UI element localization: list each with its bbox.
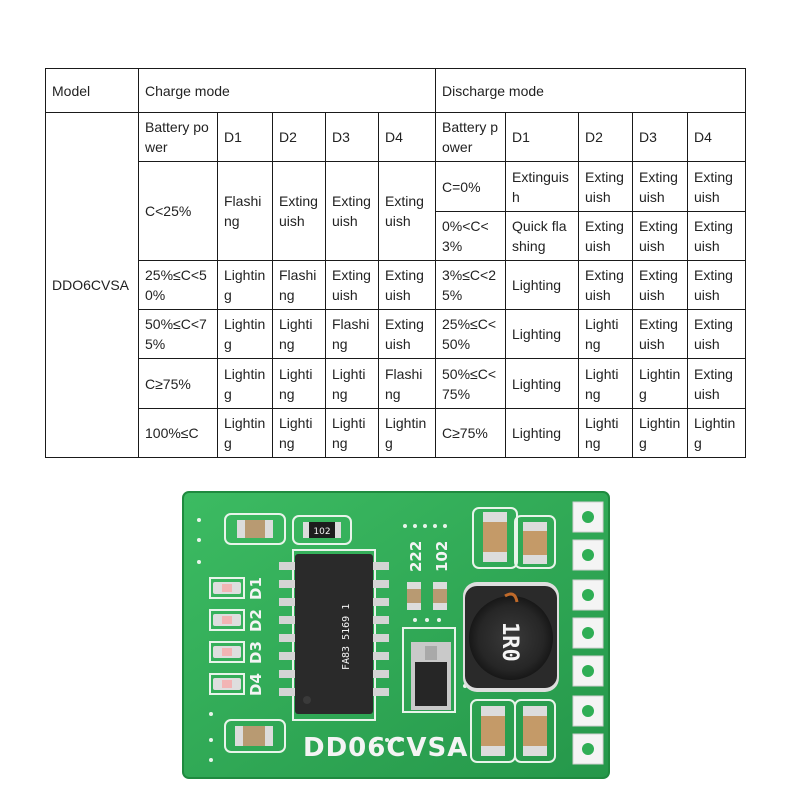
- pcb-board-photo: 102 D1 D2 D3 D4: [175, 490, 615, 780]
- charge-d3-cell: Lighting: [325, 358, 379, 409]
- discharge-d3-cell: Lighting: [632, 358, 689, 409]
- charge-d4-cell: Lighting: [377, 407, 437, 459]
- discharge-d1-cell: Lighting: [505, 309, 580, 360]
- resistor-102: 102: [303, 522, 341, 538]
- discharge-d2-cell: Lighting: [578, 407, 634, 459]
- silk-d2: D2: [247, 609, 265, 632]
- indicator-leds: [213, 582, 241, 690]
- charge-d2-cell: Lighting: [272, 309, 326, 360]
- silk-d3: D3: [247, 641, 265, 664]
- inductor-marking: 1R0: [497, 622, 522, 662]
- discharge-d2-cell: Lighting: [578, 358, 634, 409]
- charge-d1-header: D1: [217, 112, 273, 163]
- discharge-d1-cell: Lighting: [505, 407, 580, 459]
- charge-battery-cell: 100%≤C: [138, 407, 218, 459]
- charge-battery-cell: 25%≤C<50%: [138, 259, 218, 311]
- model-name-cell: DDO6CVSA: [45, 112, 139, 458]
- discharge-d3-cell: Extinguish: [632, 161, 689, 212]
- charge-d2-cell: Flashing: [272, 259, 326, 311]
- resistor-label: 102: [313, 527, 330, 537]
- discharge-battery-cell: 50%≤C<75%: [435, 358, 507, 409]
- discharge-d1-header: D1: [505, 112, 580, 163]
- mode-table: Model Charge mode Discharge mode DDO6CVS…: [45, 67, 747, 459]
- pcb-board-drawing: 102 D1 D2 D3 D4: [182, 491, 610, 779]
- power-inductor: 1R0: [463, 582, 559, 692]
- charge-d1-cell: Lighting: [217, 309, 273, 360]
- header-model: Model: [45, 67, 139, 114]
- discharge-d1-cell: Extinguish: [505, 161, 580, 212]
- charge-d4-cell: Extinguish: [377, 161, 437, 261]
- discharge-battery-cell: 0%<C<3%: [435, 210, 507, 261]
- charge-d1-cell: Lighting: [217, 358, 273, 409]
- charge-d1-cell: Flashing: [217, 161, 273, 261]
- charge-d2-cell: Extinguish: [272, 161, 326, 261]
- discharge-d3-cell: Extinguish: [632, 210, 689, 261]
- header-discharge-mode: Discharge mode: [435, 67, 747, 114]
- discharge-battery-cell: 3%≤C<25%: [435, 259, 507, 311]
- discharge-d4-cell: Lighting: [687, 407, 747, 459]
- charge-d1-cell: Lighting: [217, 259, 273, 311]
- charge-battery-cell: 50%≤C<75%: [138, 309, 218, 360]
- charge-d2-cell: Lighting: [272, 358, 326, 409]
- discharge-battery-cell: C≥75%: [435, 407, 507, 459]
- discharge-d4-cell: Extinguish: [687, 309, 747, 360]
- charge-d2-header: D2: [272, 112, 326, 163]
- silk-d1: D1: [247, 577, 265, 600]
- power-mosfet: [411, 642, 451, 710]
- charge-d2-cell: Lighting: [272, 407, 326, 459]
- charge-d3-cell: Flashing: [325, 309, 379, 360]
- discharge-d3-cell: Extinguish: [632, 309, 689, 360]
- smd-capacitors: [235, 512, 547, 756]
- discharge-d3-header: D3: [632, 112, 689, 163]
- discharge-d2-cell: Lighting: [578, 309, 634, 360]
- silk-222: 222: [407, 541, 425, 572]
- charge-d4-cell: Flashing: [377, 358, 437, 409]
- discharge-d1-cell: Quick flashing: [505, 210, 580, 261]
- discharge-d2-header: D2: [578, 112, 634, 163]
- charge-d3-cell: Extinguish: [325, 161, 379, 261]
- discharge-d1-cell: Lighting: [505, 358, 580, 409]
- discharge-d2-cell: Extinguish: [578, 259, 634, 311]
- silk-d4: D4: [247, 673, 265, 696]
- charge-d4-header: D4: [377, 112, 437, 163]
- charge-d4-cell: Extinguish: [377, 259, 437, 311]
- discharge-d4-cell: Extinguish: [687, 259, 747, 311]
- chip-marking: FA83 5169 1: [341, 604, 352, 670]
- header-charge-mode: Charge mode: [137, 67, 437, 114]
- discharge-d3-cell: Lighting: [632, 407, 689, 459]
- silk-board-name: DD06CVSA: [303, 733, 468, 763]
- charge-battery-cell: C<25%: [138, 161, 218, 261]
- discharge-d3-cell: Extinguish: [632, 259, 689, 311]
- charge-battery-header: Battery power: [138, 112, 218, 163]
- discharge-d2-cell: Extinguish: [578, 210, 634, 261]
- discharge-battery-cell: 25%≤C<50%: [435, 309, 507, 360]
- ic-chip: FA83 5169 1: [279, 554, 389, 714]
- discharge-battery-cell: C=0%: [435, 161, 507, 212]
- discharge-d4-cell: Extinguish: [687, 161, 747, 212]
- discharge-d1-cell: Lighting: [505, 259, 580, 311]
- discharge-battery-header: Battery power: [435, 112, 507, 163]
- charge-battery-cell: C≥75%: [138, 358, 218, 409]
- discharge-d4-cell: Extinguish: [687, 358, 747, 409]
- discharge-d2-cell: Extinguish: [578, 161, 634, 212]
- discharge-d4-header: D4: [687, 112, 747, 163]
- silk-102: 102: [433, 541, 451, 572]
- charge-d3-cell: Extinguish: [325, 259, 379, 311]
- silkscreen-dots: [197, 518, 467, 762]
- charge-d3-header: D3: [325, 112, 379, 163]
- edge-pads: [572, 501, 604, 765]
- charge-d4-cell: Extinguish: [377, 309, 437, 360]
- charge-d3-cell: Lighting: [325, 407, 379, 459]
- discharge-d4-cell: Extinguish: [687, 210, 747, 261]
- charge-d1-cell: Lighting: [217, 407, 273, 459]
